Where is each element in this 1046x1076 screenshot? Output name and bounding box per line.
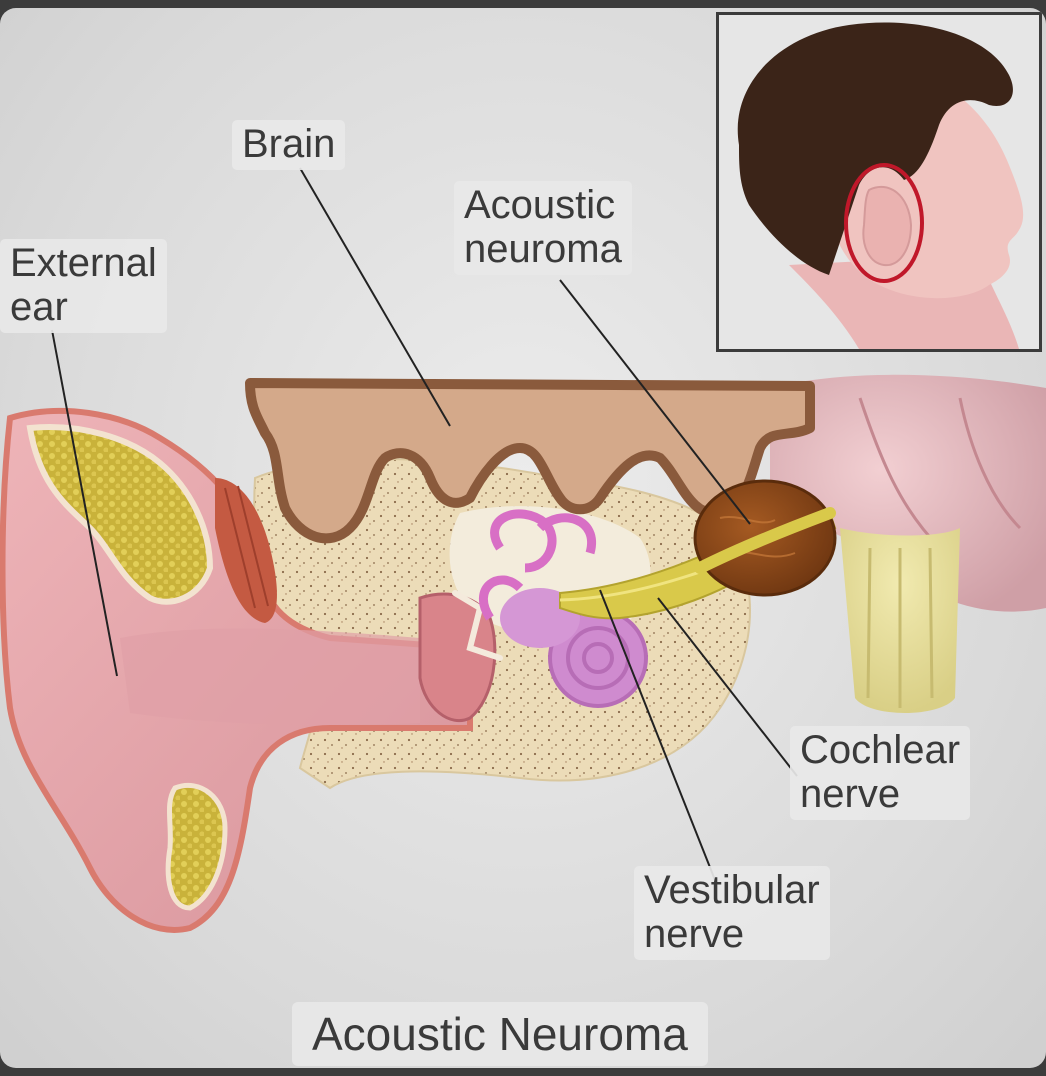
label-cochlear-nerve: Cochlear nerve bbox=[790, 726, 971, 820]
label-vestibular-nerve: Vestibular nerve bbox=[634, 866, 830, 960]
ear-highlight-circle bbox=[844, 163, 924, 283]
label-external-ear-line-1: External bbox=[10, 241, 157, 285]
label-brain-line-1: Brain bbox=[242, 122, 336, 166]
label-vestibular-nerve-line-1: Vestibular bbox=[644, 868, 820, 912]
label-acoustic-neuroma-line-1: Acoustic bbox=[464, 183, 616, 227]
label-external-ear: External ear bbox=[0, 239, 167, 333]
diagram-frame: Brain External ear Acoustic neuroma Coch… bbox=[0, 8, 1046, 1068]
label-external-ear-line-2: ear bbox=[10, 285, 68, 329]
head-inset bbox=[716, 12, 1042, 352]
label-acoustic-neuroma: Acoustic neuroma bbox=[454, 181, 632, 275]
pointer-lines bbox=[51, 167, 798, 881]
label-cochlear-nerve-line-2: nerve bbox=[800, 772, 901, 816]
label-vestibular-nerve-line-2: nerve bbox=[644, 912, 745, 956]
diagram-title: Acoustic Neuroma bbox=[292, 1002, 708, 1066]
label-acoustic-neuroma-line-2: neuroma bbox=[464, 227, 622, 271]
head-profile-icon bbox=[719, 15, 1039, 349]
label-brain: Brain bbox=[232, 120, 346, 170]
label-cochlear-nerve-line-1: Cochlear bbox=[800, 728, 961, 772]
ear-anatomy-illustration bbox=[0, 167, 1046, 933]
